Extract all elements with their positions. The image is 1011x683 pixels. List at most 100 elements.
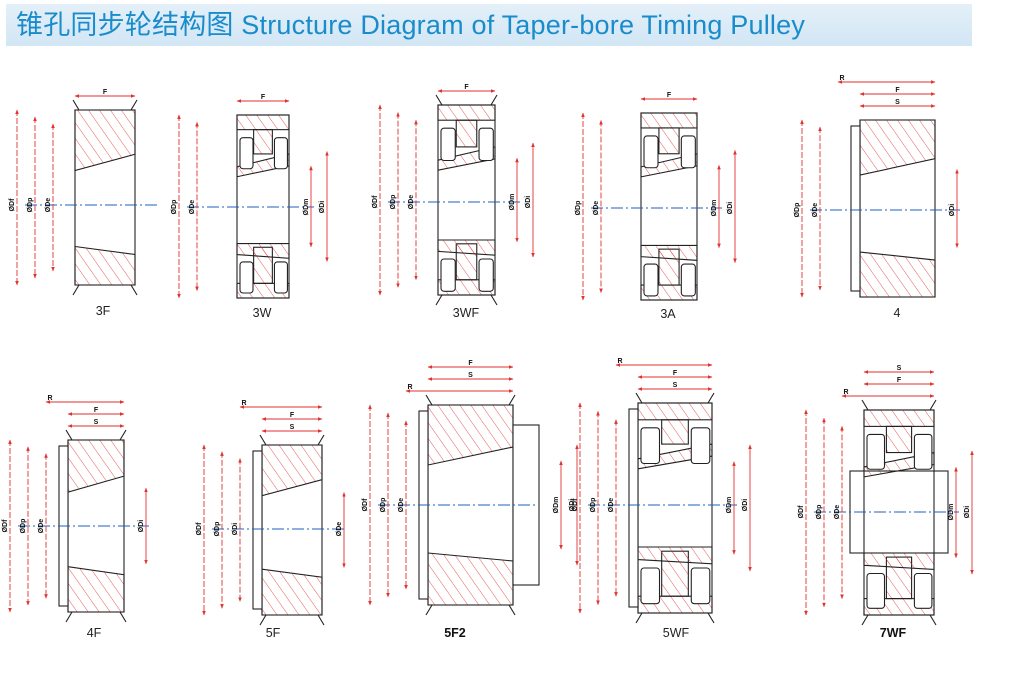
hatch-taper-bottom: [640, 244, 698, 261]
diagram-caption: 3A: [660, 307, 676, 321]
dim-label-r: R: [843, 389, 848, 396]
diagram-caption: 5WF: [663, 626, 690, 640]
dim-label-left-2: ØDe: [608, 498, 615, 513]
dim-label-s: S: [290, 424, 295, 431]
flange-bottom: [259, 614, 325, 626]
dim-label-left-0: ØDp: [171, 200, 178, 215]
title-bar: 锥孔同步轮结构图 Structure Diagram of Taper-bore…: [6, 4, 972, 46]
dim-label-right-1: ØDi: [964, 506, 971, 519]
hatch-top-web: [885, 425, 913, 454]
recess-1: [913, 433, 933, 470]
dim-label-right-0: ØDm: [711, 200, 718, 217]
recess-3: [680, 263, 696, 297]
side-plate: [252, 450, 263, 610]
dim-label-left-1: ØDp: [27, 198, 34, 213]
dim-label-left-0: ØDf: [9, 198, 16, 212]
diagram-caption: 4F: [87, 626, 102, 640]
diagram-caption: 3WF: [453, 306, 480, 320]
hatch-top-ring: [640, 112, 698, 129]
dim-label-right-0: ØDi: [949, 204, 956, 217]
recess-3: [273, 261, 288, 294]
recess-0: [239, 137, 254, 170]
dim-label-left-0: ØDf: [798, 505, 805, 519]
flange-top: [425, 394, 516, 406]
dim-label-right-0: ØDm: [303, 199, 310, 216]
recess-3: [690, 567, 711, 605]
hatch-top-ring: [863, 409, 935, 427]
hatch-top-web: [253, 129, 273, 155]
diagram-caption: 3W: [253, 306, 272, 320]
dim-label-right-1: ØDi: [525, 196, 532, 209]
dim-label-s: S: [897, 365, 902, 372]
hatch-bottom: [67, 566, 125, 613]
flange-top: [635, 392, 715, 404]
hatch-top-ring: [637, 402, 713, 421]
hatch-top-web: [658, 127, 680, 155]
dim-label-r: R: [241, 400, 246, 407]
dim-label-left-1: ØDp: [20, 519, 27, 534]
dim-label-f: F: [103, 89, 108, 96]
dim-label-f: F: [895, 87, 900, 94]
hatch-top: [74, 109, 136, 172]
dim-label-s: S: [673, 382, 678, 389]
recess-2: [866, 572, 886, 609]
hatch-bottom: [74, 245, 136, 286]
recess-0: [440, 127, 456, 162]
dim-label-left-2: ØDe: [38, 519, 45, 534]
dim-label-right-0: ØDe: [336, 522, 343, 537]
hatch-top-web: [661, 419, 689, 445]
hatch-taper-bottom: [437, 239, 496, 256]
dim-label-left-0: ØDf: [572, 498, 579, 512]
dim-label-left-2: ØDe: [398, 498, 405, 513]
flange-bottom: [635, 612, 715, 624]
flange-top: [435, 94, 498, 106]
dim-label-left-0: ØDp: [575, 201, 582, 216]
dim-label-left-0: ØDf: [2, 519, 9, 533]
dim-label-f: F: [94, 407, 99, 414]
dim-label-right-0: ØDm: [509, 194, 516, 211]
hatch-bottom: [427, 552, 514, 606]
dim-label-s: S: [468, 372, 473, 379]
dim-label-right-0: ØDm: [726, 497, 733, 514]
flange-bottom: [435, 294, 498, 306]
pulley-diagram-3f: F ØDf ØDp ØDe 3F: [9, 89, 160, 318]
hatch-top-web: [455, 119, 478, 148]
recess-1: [273, 137, 288, 170]
dim-label-left-1: ØDe: [812, 203, 819, 218]
flange-top: [861, 399, 937, 411]
dim-label-f: F: [261, 94, 266, 101]
recess-0: [643, 135, 659, 169]
dim-label-f: F: [290, 412, 295, 419]
recess-2: [440, 258, 456, 292]
dim-label-left-2: ØDi: [232, 523, 239, 536]
flange-bottom: [65, 611, 127, 623]
dim-label-right-1: ØDi: [319, 201, 326, 214]
diagram-caption: 5F2: [444, 626, 466, 640]
dim-label-f: F: [667, 92, 672, 99]
diagram-caption: 3F: [96, 304, 111, 318]
recess-0: [640, 427, 661, 465]
dim-label-right-0: ØDi: [138, 520, 145, 533]
dim-label-left-2: ØDe: [408, 195, 415, 210]
hatch-bottom: [261, 568, 323, 616]
pulley-diagram-3w: F ØDp ØDe ØDm ØDi 3W: [171, 94, 329, 320]
dim-label-left-2: ØDe: [45, 198, 52, 213]
flange-top: [259, 434, 325, 446]
recess-2: [640, 567, 661, 605]
dim-label-right-1: ØDi: [569, 499, 576, 512]
dim-label-left-0: ØDp: [794, 203, 801, 218]
dim-label-left-1: ØDe: [189, 200, 196, 215]
dim-label-left-1: ØDe: [593, 201, 600, 216]
diagram-caption: 4: [894, 306, 901, 320]
page-title: 锥孔同步轮结构图 Structure Diagram of Taper-bore…: [16, 10, 806, 40]
recess-2: [643, 263, 659, 297]
recess-1: [478, 127, 494, 162]
diagram-caption: 5F: [266, 626, 281, 640]
recess-3: [478, 258, 494, 292]
